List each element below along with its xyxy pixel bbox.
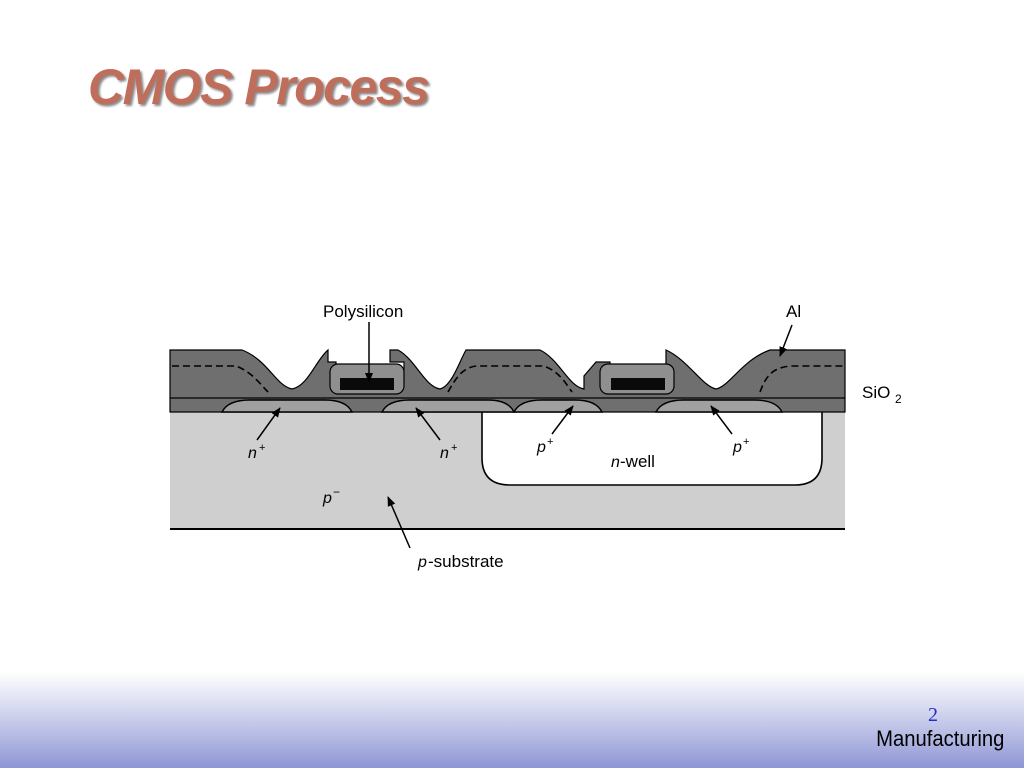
n-plus-label-left: n + xyxy=(248,442,265,462)
svg-text:-substrate: -substrate xyxy=(428,552,504,571)
sio2-layer xyxy=(169,348,846,413)
svg-text:−: − xyxy=(333,485,340,499)
footer-label: Manufacturing xyxy=(875,726,1004,751)
p-plus-diffusion-left xyxy=(512,399,604,413)
svg-text:+: + xyxy=(743,436,749,448)
n-plus-arrow-right xyxy=(415,407,441,441)
svg-text:2: 2 xyxy=(895,392,902,406)
svg-text:n: n xyxy=(440,445,449,462)
al-contact-outline-mid xyxy=(447,365,573,393)
polysilicon-gate-left xyxy=(340,378,394,390)
al-label: Al xyxy=(786,302,801,321)
svg-text:p: p xyxy=(322,490,332,507)
p-plus-arrow-right xyxy=(710,405,733,435)
p-substrate-label: p -substrate xyxy=(417,552,504,571)
n-plus-diffusion-right xyxy=(380,399,516,413)
polysilicon-gate-right xyxy=(611,378,665,390)
p-plus-diffusion-right xyxy=(654,399,784,413)
al-arrow xyxy=(779,324,793,357)
n-plus-arrow-left xyxy=(256,407,281,441)
sio2-label: SiO 2 xyxy=(862,383,902,406)
svg-text:+: + xyxy=(451,442,457,454)
svg-text:+: + xyxy=(259,442,265,454)
footer-band xyxy=(0,672,1024,768)
page-number: 2 xyxy=(928,704,938,726)
polysilicon-label: Polysilicon xyxy=(323,302,403,321)
svg-text:+: + xyxy=(547,436,553,448)
svg-text:p: p xyxy=(732,439,742,456)
p-plus-arrow-left xyxy=(551,405,574,435)
n-plus-diffusion-left xyxy=(220,399,354,413)
svg-text:-well: -well xyxy=(620,452,655,471)
n-plus-label-right: n + xyxy=(440,442,457,462)
p-plus-label-left: p + xyxy=(536,436,553,456)
svg-text:SiO: SiO xyxy=(862,383,890,402)
p-substrate-arrow xyxy=(387,496,411,549)
n-well-region xyxy=(481,399,823,486)
p-plus-label-right: p + xyxy=(732,436,749,456)
al-contact-outline-left xyxy=(172,365,269,393)
slide-title: CMOS Process xyxy=(88,59,430,115)
svg-text:n: n xyxy=(248,445,257,462)
n-well-label: n -well xyxy=(611,452,655,471)
al-contact-outline-right xyxy=(759,365,843,393)
svg-text:n: n xyxy=(611,454,620,471)
p-minus-label: p − xyxy=(322,485,340,507)
svg-text:p: p xyxy=(536,439,546,456)
svg-text:p: p xyxy=(417,554,427,571)
